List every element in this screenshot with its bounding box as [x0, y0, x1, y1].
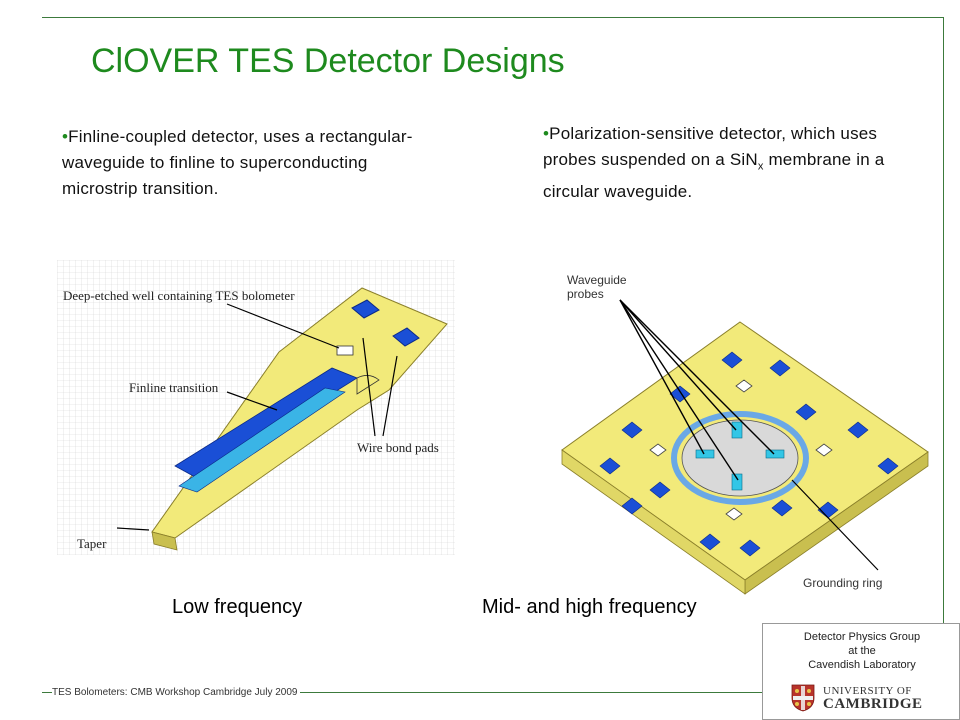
affiliation-line2: at the: [848, 645, 876, 657]
grounding-ring: [671, 411, 809, 505]
bullet-polarization-text-2: membrane in a circular waveguide.: [543, 150, 885, 202]
bullet-finline-detector: •Finline-coupled detector, uses a rectan…: [62, 124, 442, 202]
wire-bond-pad-1: [351, 299, 380, 319]
caption-mid-high-frequency: Mid- and high frequency: [482, 596, 697, 618]
tes-well: [336, 345, 354, 356]
wire-bond-pad-2: [392, 327, 420, 347]
leader-finline: [226, 391, 278, 411]
bullet-mark: •: [543, 124, 550, 143]
slide-frame-bottom: [42, 692, 762, 693]
affiliation-line3: Cavendish Laboratory: [808, 659, 916, 671]
cambridge-text: CAMBRIDGE: [823, 696, 923, 712]
footer-text: TES Bolometers: CMB Workshop Cambridge J…: [52, 687, 301, 698]
leader-pad-1: [362, 337, 376, 437]
affiliation-box: Detector Physics Group at the Cavendish …: [762, 623, 960, 720]
finline-detector-figure: Deep-etched well containing TES bolomete…: [57, 260, 455, 555]
chip-side-left: [561, 449, 746, 595]
slide-frame-right: [943, 17, 944, 623]
bullet-finline-text: Finline-coupled detector, uses a rectang…: [62, 127, 413, 198]
label-finline-transition: Finline transition: [129, 380, 219, 395]
etched-wells: [649, 379, 833, 521]
slide-title: ClOVER TES Detector Designs: [91, 42, 565, 80]
leader-taper: [116, 527, 150, 531]
affiliation-text: Detector Physics Group at the Cavendish …: [763, 630, 960, 672]
label-taper: Taper: [77, 536, 107, 551]
cambridge-crest-icon: [791, 684, 815, 712]
university-of-text: UNIVERSITY OF: [823, 685, 912, 697]
university-logo: UNIVERSITY OF CAMBRIDGE: [791, 684, 951, 712]
finline-strip-light: [178, 387, 346, 493]
label-grounding-ring: Grounding ring: [803, 576, 883, 590]
finline-taper-end: [356, 375, 380, 395]
label-deep-etched-well: Deep-etched well containing TES bolomete…: [63, 288, 295, 303]
waveguide-probes: [695, 421, 785, 491]
polarization-detector-figure: [561, 299, 929, 595]
label-waveguide-probes-line1: Waveguide: [567, 273, 627, 287]
bond-pads: [599, 351, 899, 557]
bullet-polarization-subscript: x: [757, 160, 764, 173]
leader-pad-2: [382, 355, 398, 437]
probe-leader-lines: [619, 299, 775, 481]
bullet-polarization-detector: •Polarization-sensitive detector, which …: [543, 121, 923, 205]
chip-edge: [151, 531, 178, 551]
ring-leader-line: [791, 479, 879, 571]
label-waveguide-probes-line2: probes: [567, 287, 604, 301]
bullet-mark: •: [62, 127, 69, 146]
affiliation-line1: Detector Physics Group: [803, 631, 921, 643]
leader-well: [226, 303, 340, 349]
label-wire-bond-pads: Wire bond pads: [357, 440, 439, 455]
slide-frame-top: [42, 17, 944, 18]
label-waveguide-probes: Waveguide probes: [567, 273, 657, 301]
bullet-polarization-text-1: Polarization-sensitive detector, which u…: [543, 124, 878, 169]
caption-low-frequency: Low frequency: [172, 596, 303, 618]
